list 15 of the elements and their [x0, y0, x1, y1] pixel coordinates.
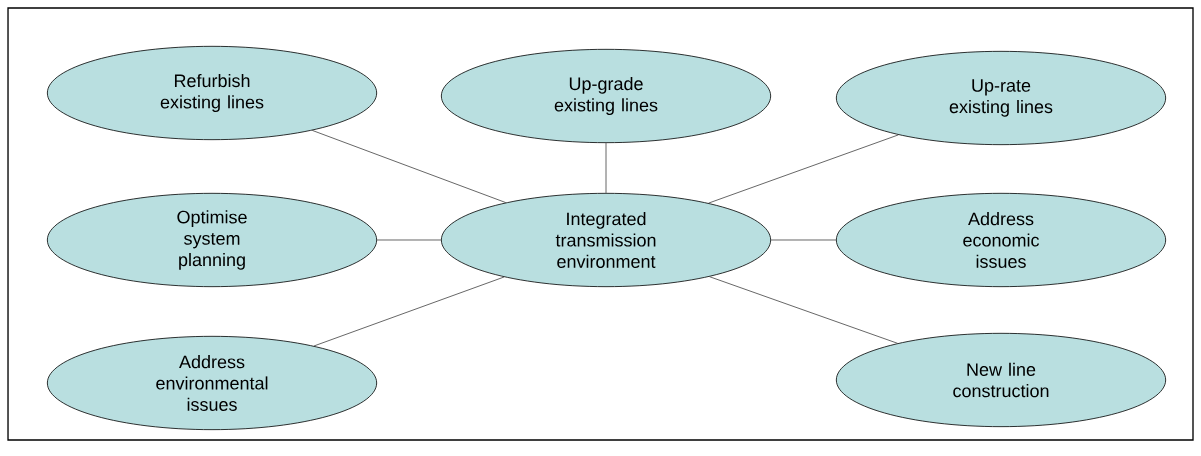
- ellipse-node: Optimise system planning: [46, 192, 378, 288]
- ellipse-node: Address environmental issues: [46, 335, 378, 431]
- connector-line: [605, 142, 607, 194]
- connector-line: [311, 130, 507, 203]
- ellipse-node: Address economic issues: [835, 192, 1167, 288]
- ellipse-node: Up-grade existing lines: [440, 48, 772, 144]
- connector-line: [708, 134, 899, 204]
- connector-line: [770, 239, 837, 241]
- connector-line: [376, 239, 442, 241]
- ellipse-node: Refurbish existing lines: [46, 45, 378, 141]
- connector-line: [709, 276, 898, 344]
- ellipse-node: New line construction: [835, 332, 1167, 428]
- connector-line: [313, 276, 505, 347]
- ellipse-node: Up-rate existing lines: [835, 50, 1167, 146]
- ellipse-node: Integrated transmission environment: [440, 192, 772, 288]
